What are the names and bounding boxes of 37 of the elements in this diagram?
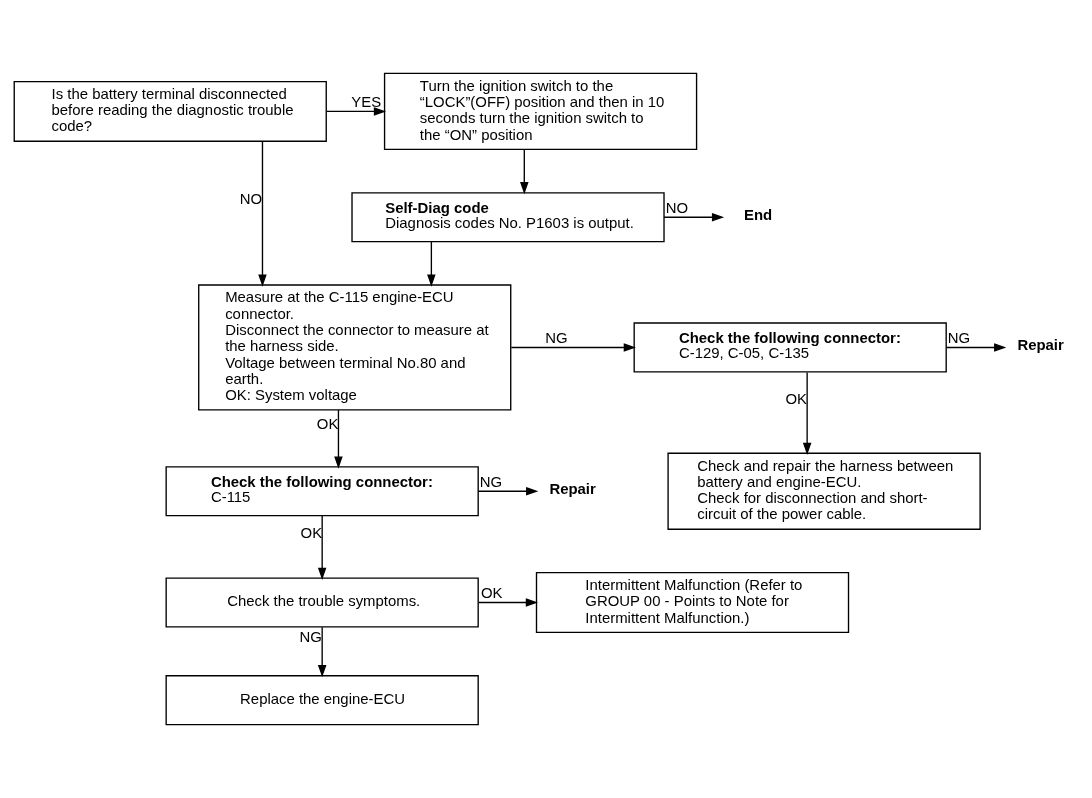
edge-label: OK <box>316 415 339 433</box>
edge-label: OK <box>300 523 323 541</box>
node-box: Turn the ignition switch to the “LOCK”(OFF) position and then in 10 seconds turn the ignition switch to the “ON” position <box>383 72 698 151</box>
arrow <box>802 371 812 456</box>
node-box: Check the following connector: C-129, C-05, C-135 <box>633 322 947 373</box>
node-box: Replace the engine-ECU <box>165 675 479 726</box>
edge-label: NG <box>479 472 503 490</box>
arrow <box>326 107 387 116</box>
edge-label: NO <box>239 189 263 207</box>
arrow <box>520 148 529 195</box>
edge-label: OK <box>785 389 808 407</box>
edge-label: NG <box>299 628 322 646</box>
node-text: Repair <box>1017 335 1064 353</box>
node-text: End <box>744 205 773 223</box>
node-box: Check the trouble symptoms. <box>165 577 479 628</box>
arrow <box>663 212 725 222</box>
node-box: Check and repair the harness between battery and engine-ECU. Check for disconnection and short-circuit of the power cable. <box>667 452 981 530</box>
arrow <box>258 140 267 287</box>
arrow <box>510 343 636 352</box>
node-box: Self-Diag code Diagnosis codes No. P1603 is output. <box>351 192 665 243</box>
arrow <box>945 343 1007 352</box>
arrow <box>478 598 538 607</box>
edge-label: NG <box>545 329 568 347</box>
edge-label: YES <box>351 93 382 111</box>
node-box: Check the following connector: C-115 <box>165 466 479 517</box>
arrow <box>317 515 327 580</box>
arrow <box>477 486 539 496</box>
edge-label: NG <box>947 329 971 347</box>
arrow <box>427 241 436 287</box>
node-box: Intermittent Malfunction (Refer to GROUP 00 - Points to Note for Intermittent Malfunction.) <box>535 571 850 633</box>
node-text: Repair <box>549 479 596 497</box>
arrow <box>334 409 343 469</box>
node-box: Measure at the C-115 engine-ECU connector. Disconnect the connector to measure at the harness side. Voltage between terminal No.80 and earth. OK: System voltage <box>198 284 512 411</box>
edge-label: OK <box>480 584 503 602</box>
node-box: Is the battery terminal disconnected before reading the diagnostic trouble code? <box>13 80 327 142</box>
edge-label: NO <box>665 198 689 216</box>
arrow <box>317 626 327 678</box>
